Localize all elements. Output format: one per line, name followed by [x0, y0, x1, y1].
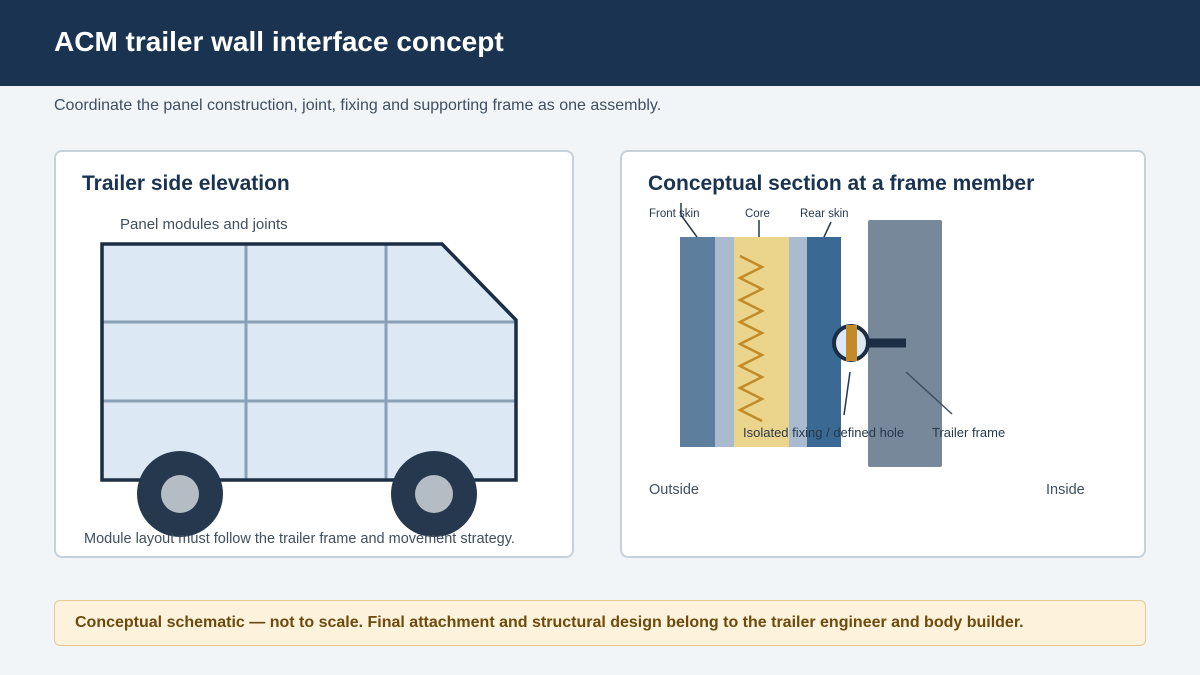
elevation-card: Trailer side elevation Panel modules and… — [54, 150, 574, 558]
front-skin-layer — [680, 237, 715, 447]
front-skin-leader — [680, 214, 698, 238]
inside-label: Inside — [1046, 482, 1085, 498]
header-bar: ACM trailer wall interface concept — [0, 0, 1200, 86]
trailer-outline — [100, 242, 518, 482]
frame-label: Trailer frame — [932, 425, 1005, 440]
fixing-label: Isolated fixing / defined hole — [743, 425, 904, 440]
panel-modules-label: Panel modules and joints — [120, 216, 288, 233]
front-adhesive-layer — [715, 237, 734, 447]
rear-adhesive-layer — [789, 237, 807, 447]
frame-leader — [905, 371, 953, 415]
core-label: Core — [745, 208, 770, 220]
page-title: ACM trailer wall interface concept — [54, 26, 504, 57]
wheel-rear-hub — [415, 475, 453, 513]
wheel-front-hub — [161, 475, 199, 513]
section-title: Conceptual section at a frame member — [648, 172, 1035, 195]
disclaimer-text: Conceptual schematic — not to scale. Fin… — [75, 614, 1024, 631]
front-skin-label: Front skin — [649, 208, 700, 220]
trailer-body — [102, 244, 516, 480]
section-diagram: Front skin Core Rear skin Isolated fixin… — [649, 203, 1085, 498]
section-card: Conceptual section at a frame member Fro… — [620, 150, 1146, 558]
fixing-leader — [843, 371, 851, 416]
rear-skin-leader — [823, 221, 832, 238]
disclaimer-note: Conceptual schematic — not to scale. Fin… — [54, 600, 1146, 646]
rear-skin-label: Rear skin — [800, 208, 849, 220]
page-subtitle: Coordinate the panel construction, joint… — [54, 97, 662, 114]
elevation-caption: Module layout must follow the trailer fr… — [84, 531, 515, 547]
elevation-title: Trailer side elevation — [82, 172, 290, 195]
isolating-sleeve — [846, 325, 857, 361]
outside-label: Outside — [649, 482, 699, 498]
core-zigzag — [737, 254, 765, 423]
trailer-elevation-diagram: Panel modules and joints Module layout m… — [84, 216, 518, 547]
